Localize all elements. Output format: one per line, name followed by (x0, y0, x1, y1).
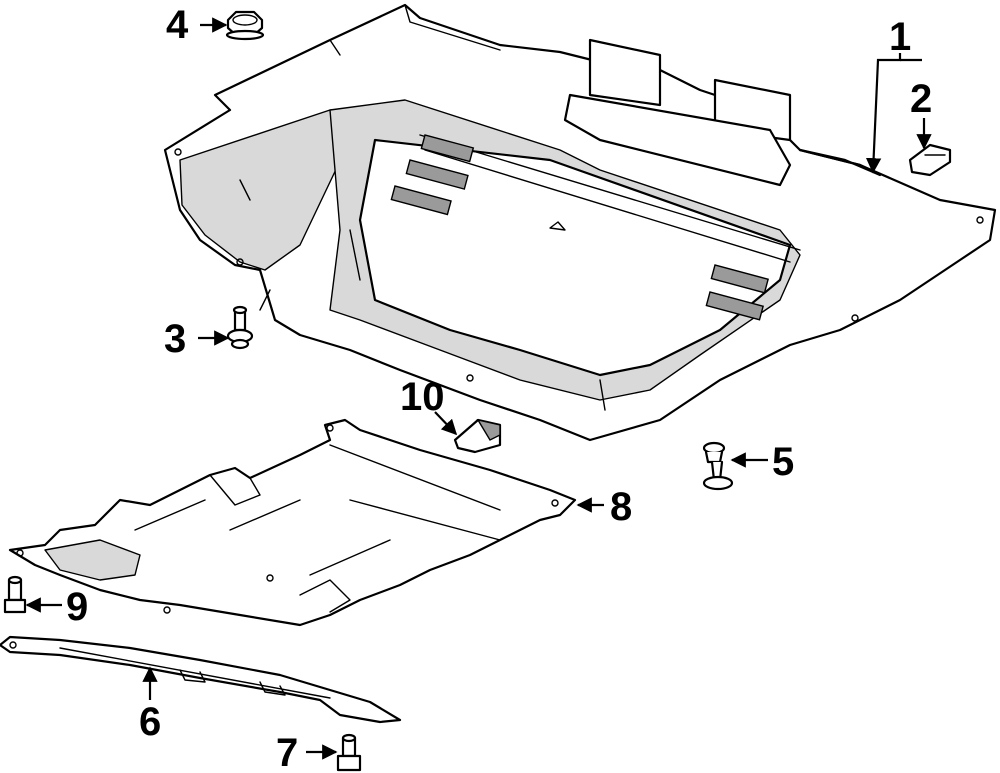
callout-8: 8 (610, 485, 632, 529)
callout-4: 4 (166, 3, 189, 47)
callout-6: 6 (139, 700, 161, 744)
nut-part-4 (225, 10, 265, 41)
leader-lines (25, 17, 932, 760)
clip-part-10 (453, 418, 502, 454)
callout-9: 9 (66, 585, 88, 629)
callout-7: 7 (276, 731, 298, 773)
bolt-part-9 (3, 575, 27, 614)
retainer-part-5 (702, 441, 734, 491)
skid-plate-part (8, 418, 577, 627)
bolt-part-3 (226, 305, 254, 350)
leader-1a (865, 53, 902, 174)
callout-3: 3 (164, 317, 186, 361)
callout-10: 10 (400, 375, 445, 419)
clip-part-2 (908, 143, 952, 177)
leader-10 (434, 411, 458, 436)
bolt-part-7 (336, 733, 362, 772)
deflector-strip-part (0, 635, 402, 724)
callout-5: 5 (772, 440, 794, 484)
upper-splash-shield-part (163, 3, 997, 442)
callout-1: 1 (889, 15, 911, 59)
callout-2: 2 (910, 77, 932, 121)
